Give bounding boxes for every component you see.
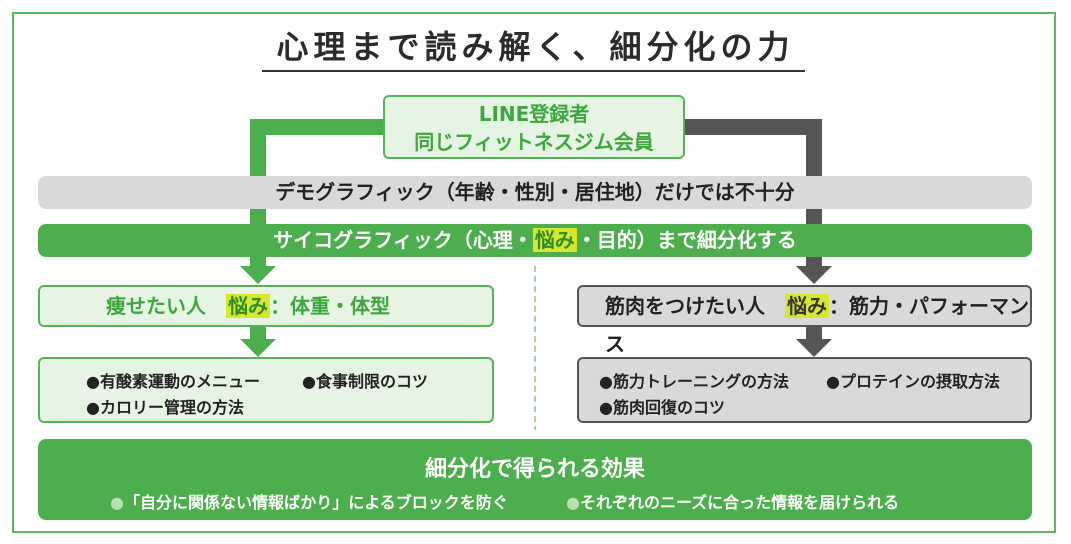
- right-arrow-head-2: [796, 339, 832, 357]
- line-registrants-box: LINE登録者 同じフィットネスジム会員: [383, 95, 685, 159]
- right-connector-2: [806, 327, 822, 341]
- effect-point: ●「自分に関係ない情報ばかり」によるブロックを防ぐ: [110, 489, 508, 513]
- right-item: ●プロテインの摂取方法: [826, 372, 1000, 391]
- left-item: ●食事制限のコツ: [302, 372, 428, 391]
- segment-build-muscle: 筋肉をつけたい人 悩み：筋力・パフォーマンス: [577, 285, 1032, 356]
- psycho-text-after: ・目的）まで細分化する: [576, 228, 797, 252]
- right-arrow-head-1: [796, 266, 832, 284]
- bullet-icon: ●: [110, 493, 124, 512]
- right-item: ●筋力トレーニングの方法: [599, 372, 789, 391]
- segment-left-label: 痩せたい人: [106, 294, 206, 318]
- left-item: ●有酸素運動のメニュー: [86, 372, 260, 391]
- left-connector-2: [250, 327, 266, 341]
- segment-right-label: 筋肉をつけたい人: [605, 294, 765, 318]
- segment-left-detail: ：体重・体型: [270, 294, 390, 318]
- psycho-text-before: サイコグラフィック（心理・: [273, 228, 533, 252]
- psychographic-bar: サイコグラフィック（心理・悩み・目的）まで細分化する: [38, 224, 1032, 257]
- right-connector: [685, 119, 822, 268]
- demographic-bar: デモグラフィック（年齢・性別・居住地）だけでは不十分: [38, 176, 1032, 209]
- diagram-frame: [12, 12, 1056, 533]
- bullet-icon: ●: [566, 493, 580, 512]
- effect-point-text: 「自分に関係ない情報ばかり」によるブロックを防ぐ: [123, 493, 508, 512]
- diagram-title: 心理まで読み解く、細分化の力: [276, 28, 795, 66]
- left-arrow-head-1: [240, 266, 276, 284]
- left-item: ●カロリー管理の方法: [86, 398, 244, 417]
- right-item: ●筋肉回復のコツ: [599, 398, 725, 417]
- left-details-box: ●有酸素運動のメニュー ●食事制限のコツ ●カロリー管理の方法: [38, 357, 494, 423]
- segment-right-highlight: 悩み: [785, 294, 829, 318]
- segment-right-detail: ：筋力・パフォーマンス: [605, 294, 1029, 356]
- effects-box: 細分化で得られる効果 ●「自分に関係ない情報ばかり」によるブロックを防ぐ ●それ…: [38, 439, 1032, 520]
- segment-left-highlight: 悩み: [226, 294, 270, 318]
- effect-point: ●それぞれのニーズに合った情報を届けられる: [566, 489, 899, 513]
- title-underline: [262, 70, 805, 72]
- effects-title: 細分化で得られる効果: [424, 457, 645, 482]
- effect-point-text: それぞれのニーズに合った情報を届けられる: [579, 493, 900, 512]
- top-box-line2: 同じフィットネスジム会員: [414, 130, 654, 154]
- left-connector: [250, 119, 383, 268]
- psycho-highlight: 悩み: [532, 228, 577, 252]
- top-box-line1: LINE登録者: [478, 102, 590, 126]
- left-arrow-head-2: [240, 339, 276, 357]
- segment-lose-weight: 痩せたい人 悩み：体重・体型: [38, 285, 494, 327]
- right-details-box: ●筋力トレーニングの方法 ●プロテインの摂取方法 ●筋肉回復のコツ: [577, 357, 1032, 423]
